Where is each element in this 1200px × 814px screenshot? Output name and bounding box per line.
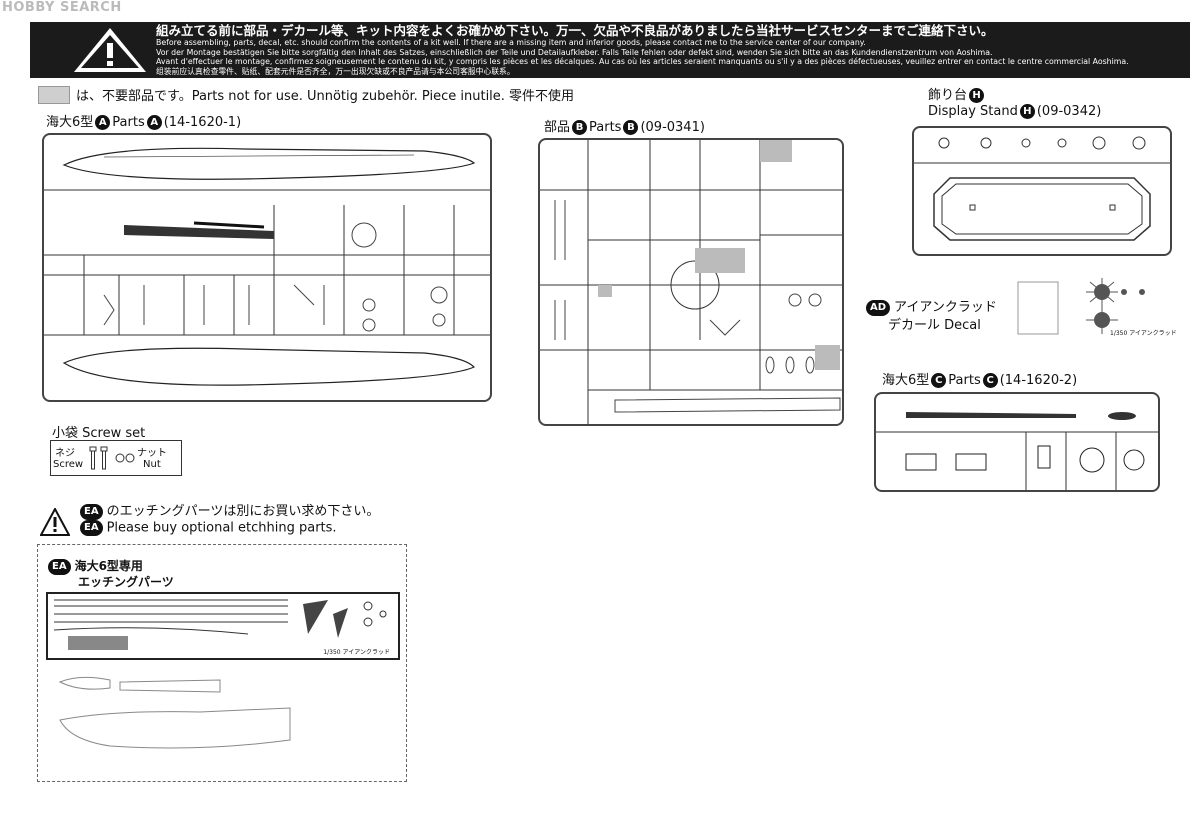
screw-label-en: Screw — [53, 459, 84, 470]
screw-set-box: ネジ Screw ナット Nut — [50, 440, 182, 476]
etching-plate: 1/350 アイアンクラッド — [46, 592, 400, 660]
watermark-logo: HOBBY SEARCH — [2, 0, 122, 15]
banner-line-de: Vor der Montage bestätigen Sie bitte sor… — [156, 47, 993, 57]
runner-a-drawing — [44, 147, 490, 386]
nut-icon — [115, 453, 135, 463]
etching-title-2: エッチングパーツ — [78, 575, 174, 589]
etching-placement-sketch — [58, 676, 291, 749]
banner-line-en: Before assembling, parts, decal, etc. sh… — [156, 38, 866, 47]
decal-small-label: 1/350 アイアンクラッド — [1110, 330, 1177, 337]
runner-b-drawing — [540, 140, 842, 424]
nut-label-en: Nut — [143, 459, 161, 470]
etching-plate-label: 1/350 アイアンクラッド — [323, 649, 390, 656]
etching-plate-drawing — [53, 599, 387, 650]
runner-c — [874, 392, 1160, 492]
screw-icon — [89, 446, 108, 470]
runner-b — [538, 138, 844, 426]
warning-banner: 組み立てる前に部品・デカール等、キット内容をよくお確かめ下さい。万一、欠品や不良… — [30, 22, 1190, 78]
screw-set-title: 小袋 Screw set — [52, 426, 146, 441]
runner-h-drawing — [914, 136, 1170, 241]
decal-title-2: デカール Decal — [888, 318, 981, 333]
banner-line-fr: Avant d'effectuer le montage, confirmez … — [156, 57, 1129, 67]
nut-label-jp: ナット — [137, 448, 167, 459]
banner-line-jp: 組み立てる前に部品・デカール等、キット内容をよくお確かめ下さい。万一、欠品や不良… — [156, 23, 994, 38]
warning-triangle-icon — [74, 28, 146, 72]
runner-h — [912, 126, 1172, 256]
not-for-use-note: は、不要部品です。Parts not for use. Unnötig zube… — [76, 89, 575, 104]
caution-triangle-icon — [40, 508, 70, 536]
runner-a — [42, 133, 492, 402]
runner-c-drawing — [876, 412, 1158, 490]
unused-swatch — [38, 86, 70, 104]
decal-sheet — [1017, 278, 1145, 335]
screw-label-jp: ネジ — [55, 448, 75, 459]
banner-line-cn: 组装前应认真检查零件、贴纸、配套元件是否齐全，万一出现欠缺或不良产品请与本公司客… — [156, 66, 515, 76]
